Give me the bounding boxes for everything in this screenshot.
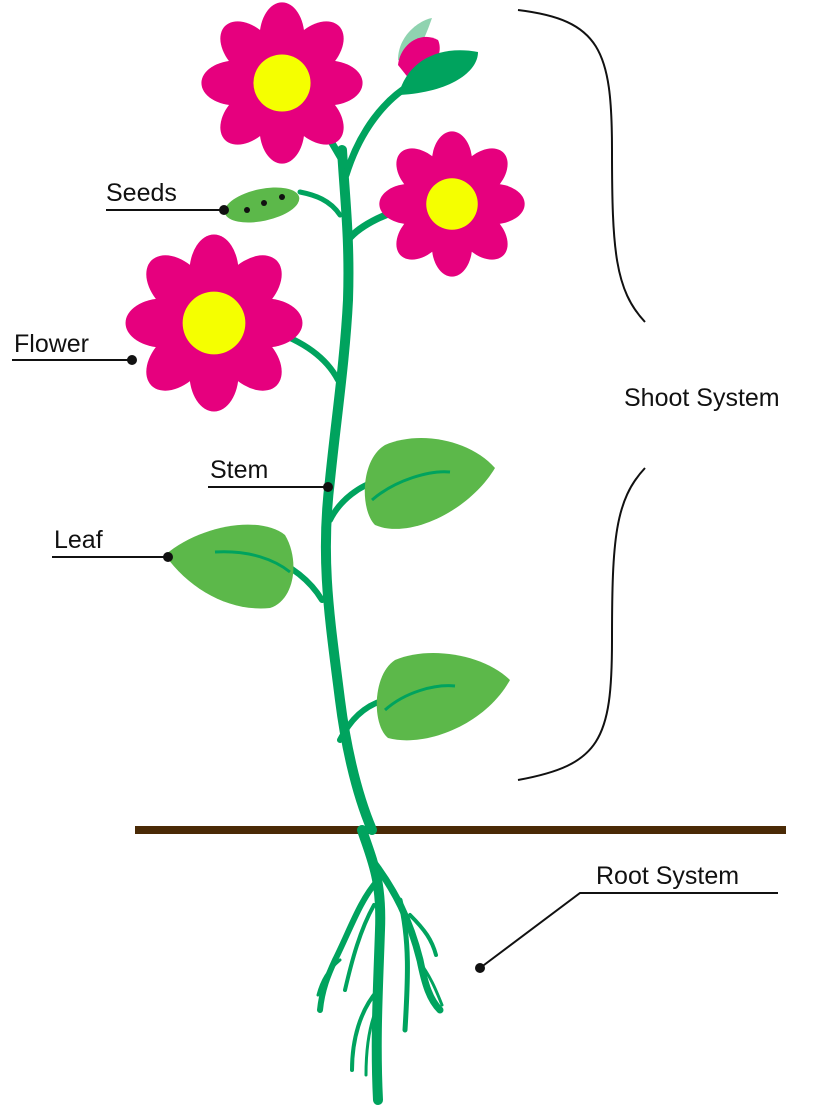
seed-pod: [222, 181, 303, 228]
flower-left: [126, 235, 303, 412]
stem-label: Stem: [210, 456, 268, 484]
seeds-label: Seeds: [106, 179, 177, 207]
roots: [318, 830, 442, 1100]
leaf-label: Leaf: [54, 526, 103, 554]
leaf-top-right: [365, 438, 495, 529]
leaf-bottom-right: [377, 653, 510, 740]
flower-top-left: [201, 2, 362, 163]
flower-bud: [398, 18, 478, 95]
flower-right: [379, 131, 524, 276]
leaf-left: [165, 525, 293, 609]
flower-label: Flower: [14, 330, 89, 358]
shoot-system-label: Shoot System: [624, 384, 780, 412]
root-system-label: Root System: [596, 862, 739, 890]
